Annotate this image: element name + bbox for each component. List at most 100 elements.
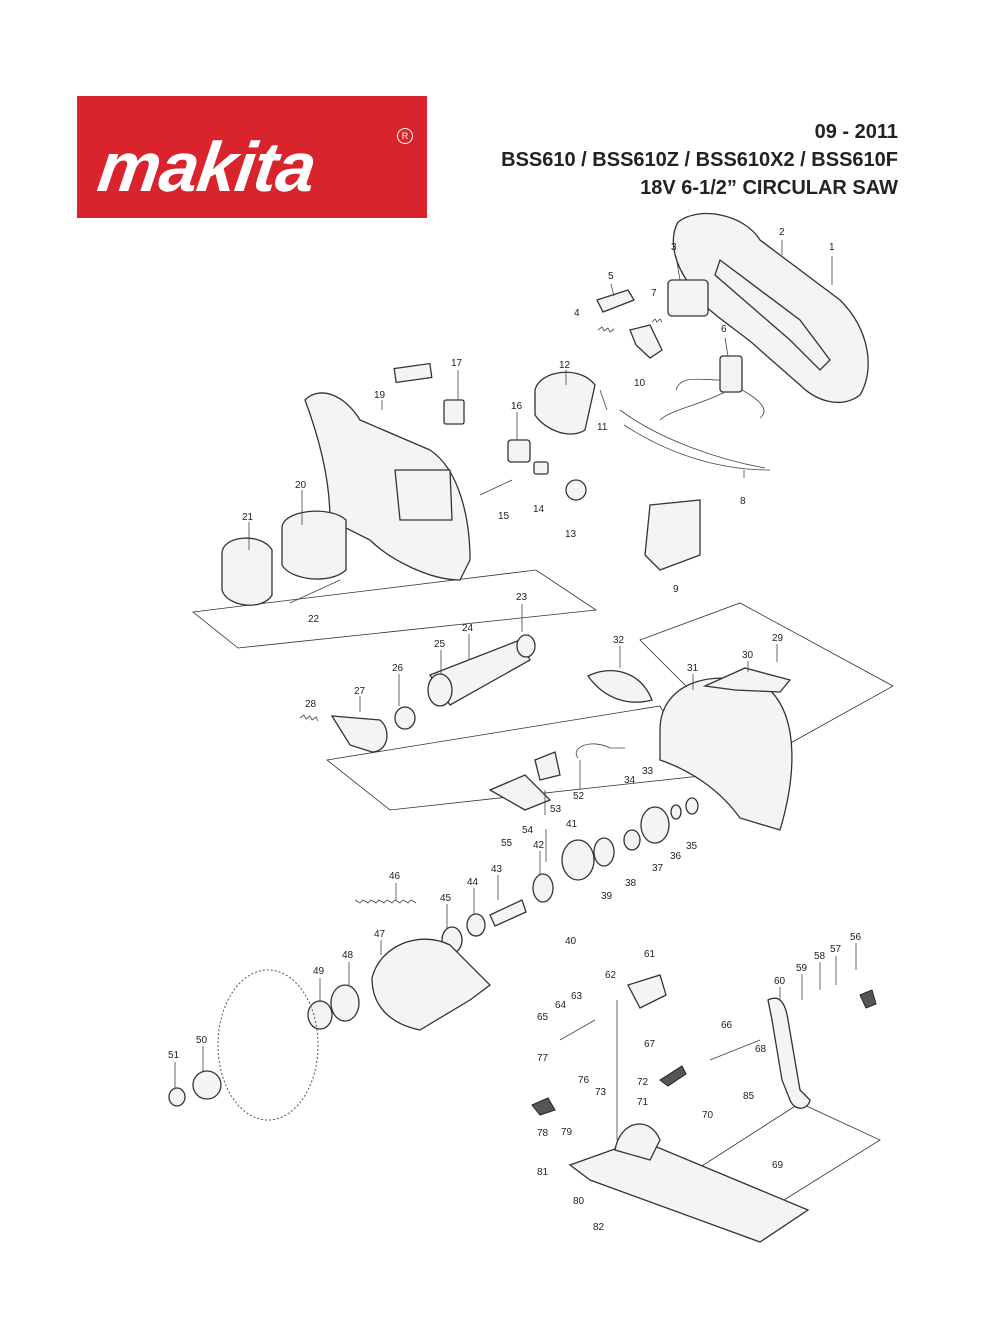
callout-71: 71 (637, 1097, 649, 1108)
callout-12: 12 (559, 360, 571, 371)
callout-17: 17 (451, 358, 463, 369)
ring-35 (685, 797, 699, 815)
switch-unit (667, 279, 709, 317)
callout-27: 27 (354, 686, 366, 697)
baffle-plate (330, 715, 388, 753)
screw-11 (599, 389, 608, 411)
lever-57 (859, 989, 877, 1009)
product-description: 18V 6-1/2” CIRCULAR SAW (640, 177, 898, 199)
model-numbers: BSS610 / BSS610Z / BSS610X2 / BSS610F (501, 149, 898, 171)
field-stator (281, 510, 347, 580)
base-plate (568, 1139, 810, 1243)
ball-bearing-42 (532, 873, 554, 903)
tension-spring-46 (354, 899, 417, 904)
callout-labels: 1 2 3 4 5 6 7 8 9 10 11 12 13 14 15 16 1… (168, 227, 862, 1233)
guard-lid (587, 670, 653, 703)
callout-51: 51 (168, 1050, 180, 1061)
callout-70: 70 (702, 1110, 714, 1121)
lever-bracket (488, 774, 552, 811)
callout-39: 39 (601, 891, 613, 902)
callout-42: 42 (533, 840, 545, 851)
battery-terminal (644, 499, 701, 571)
callout-5: 5 (608, 271, 614, 282)
callout-28: 28 (305, 699, 317, 710)
callout-7: 7 (651, 288, 657, 299)
callout-77: 77 (537, 1053, 549, 1064)
callout-29: 29 (772, 633, 784, 644)
callout-22: 22 (308, 614, 320, 625)
lead-wire-harness (659, 378, 765, 421)
callout-4: 4 (574, 308, 580, 319)
depth-guide (767, 997, 811, 1109)
callout-55: 55 (501, 838, 513, 849)
ring-44 (466, 913, 486, 937)
callout-45: 45 (440, 893, 452, 904)
callout-34: 34 (624, 775, 636, 786)
callout-37: 37 (652, 863, 664, 874)
callout-16: 16 (511, 401, 523, 412)
callout-38: 38 (625, 878, 637, 889)
callout-57: 57 (830, 944, 842, 955)
outer-flange-50 (192, 1070, 222, 1100)
handle-inner-rib (714, 258, 831, 371)
hex-bolt-51 (168, 1087, 186, 1107)
insulation-washer-25 (427, 673, 453, 707)
motor-housing-grille (394, 469, 453, 521)
lever-62 (627, 974, 667, 1009)
spindle (489, 899, 527, 927)
callout-65: 65 (537, 1012, 549, 1023)
callout-85: 85 (743, 1091, 755, 1102)
led-lead-wire (575, 743, 625, 759)
saw-blade (217, 969, 319, 1121)
hex-bolt-65 (559, 1019, 596, 1041)
callout-80: 80 (573, 1196, 585, 1207)
callout-21: 21 (242, 512, 254, 523)
callout-41: 41 (566, 819, 578, 830)
compression-spring-4 (597, 326, 615, 333)
callout-59: 59 (796, 963, 808, 974)
callout-9: 9 (673, 584, 679, 595)
callout-73: 73 (595, 1087, 607, 1098)
angle-guide (614, 1123, 661, 1161)
callout-60: 60 (774, 976, 786, 987)
callout-40: 40 (565, 936, 577, 947)
callout-48: 48 (342, 950, 354, 961)
callout-44: 44 (467, 877, 479, 888)
callout-82: 82 (593, 1222, 605, 1233)
callout-8: 8 (740, 496, 746, 507)
callout-32: 32 (613, 635, 625, 646)
callout-46: 46 (389, 871, 401, 882)
callout-15: 15 (498, 511, 510, 522)
callout-50: 50 (196, 1035, 208, 1046)
ball-bearing-23 (516, 634, 536, 658)
ball-bearing-26 (394, 706, 416, 730)
bearing-38 (623, 829, 641, 851)
callout-62: 62 (605, 970, 617, 981)
callout-81: 81 (537, 1167, 549, 1178)
callout-13: 13 (565, 529, 577, 540)
callout-10: 10 (634, 378, 646, 389)
callout-14: 14 (533, 504, 545, 515)
controller-module (719, 355, 743, 393)
callout-43: 43 (491, 864, 503, 875)
motor-housing (304, 392, 471, 581)
screw-22 (289, 579, 341, 604)
callout-61: 61 (644, 949, 656, 960)
callout-66: 66 (721, 1020, 733, 1031)
bearing-box (561, 839, 595, 881)
callout-1: 1 (829, 242, 835, 253)
callout-11: 11 (597, 422, 608, 433)
switch-trigger (629, 324, 663, 359)
callout-3: 3 (671, 242, 677, 253)
carbon-brush-cap (565, 479, 587, 501)
label-18 (393, 362, 433, 384)
callout-23: 23 (516, 592, 528, 603)
callout-30: 30 (742, 650, 754, 661)
callout-6: 6 (721, 324, 727, 335)
blade-case (659, 677, 793, 831)
callout-26: 26 (392, 663, 404, 674)
screw-15 (479, 479, 513, 496)
callout-24: 24 (462, 623, 474, 634)
